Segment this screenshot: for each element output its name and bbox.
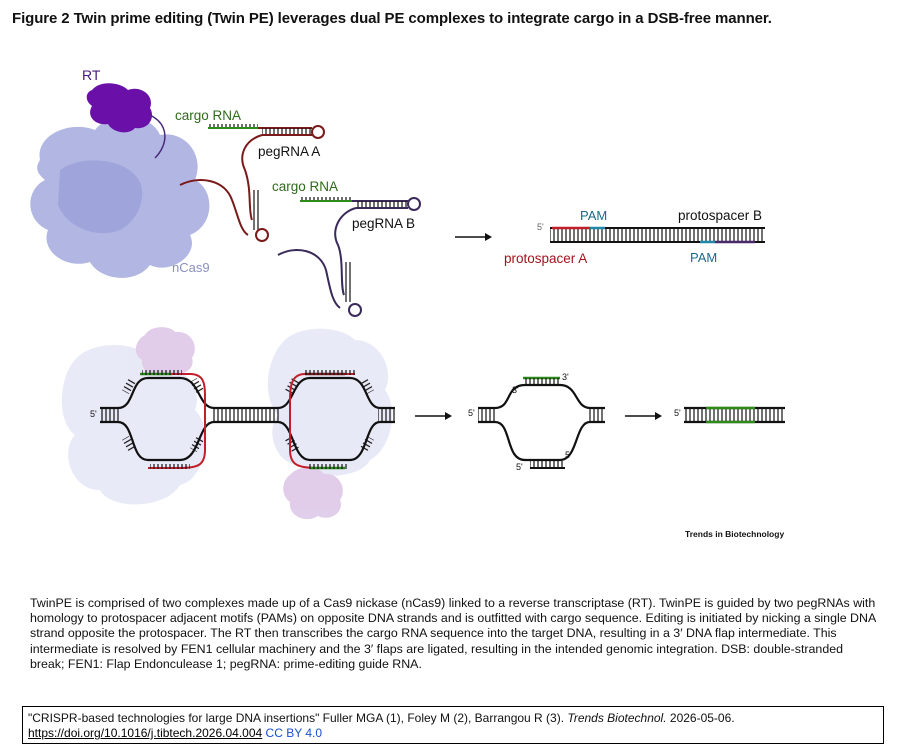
citation-box: "CRISPR-based technologies for large DNA… — [22, 706, 884, 744]
cargo-rna-b-label: cargo RNA — [272, 179, 338, 194]
flap-3prime-top: 3' — [562, 372, 569, 382]
pegrna-a — [179, 124, 325, 242]
flap-intermediate — [478, 383, 605, 462]
figure-title: Figure 2 Twin prime editing (Twin PE) le… — [12, 10, 772, 27]
twinpe-diagram: RT nCas9 cargo RNA pegRNA A cargo RNA pe… — [30, 67, 785, 539]
target-dna — [550, 226, 765, 244]
figure-description: TwinPE is comprised of two complexes mad… — [30, 596, 876, 671]
complex-backgrounds — [61, 327, 393, 520]
citation-journal: Trends Biotechnol. — [567, 711, 667, 725]
pegrna-b — [277, 197, 421, 317]
ncas9-complex — [30, 116, 210, 278]
journal-mark: Trends in Biotechnology — [685, 529, 784, 539]
doi-link[interactable]: https://doi.org/10.1016/j.tibtech.2026.0… — [28, 726, 263, 740]
integrated-product — [684, 406, 785, 424]
ncas9-label: nCas9 — [172, 260, 210, 275]
license-link[interactable]: CC BY 4.0 — [265, 726, 323, 740]
protospacer-a-label: protospacer A — [504, 251, 587, 266]
rt-enzyme — [86, 83, 166, 159]
twinpe-hairpin-sides — [122, 377, 374, 453]
pam-top-label: PAM — [580, 208, 607, 223]
twinpe-bound-dna — [100, 376, 395, 462]
target-5prime-label: 5' — [537, 222, 544, 232]
flap-3prime-inner: 3' — [512, 385, 519, 395]
pam-bottom-label: PAM — [690, 250, 717, 265]
rt-label: RT — [82, 67, 101, 83]
citation-text: "CRISPR-based technologies for large DNA… — [28, 711, 568, 725]
flap-5prime-left: 5' — [468, 408, 475, 418]
protospacer-b-label: protospacer B — [678, 208, 762, 223]
flap-5prime-inner: 5' — [565, 450, 572, 460]
bound-5prime-label: 5' — [90, 409, 97, 419]
citation-date: 2026-05-06. — [666, 711, 735, 725]
product-5prime-label: 5' — [674, 408, 681, 418]
pegrna-a-label: pegRNA A — [258, 144, 320, 159]
arrow-to-flap — [415, 412, 452, 420]
arrow-to-target — [455, 233, 492, 241]
cargo-rna-a-label: cargo RNA — [175, 108, 241, 123]
arrow-to-product — [625, 412, 662, 420]
flap-5prime-bottom: 5' — [516, 462, 523, 472]
pegrna-b-label: pegRNA B — [352, 216, 415, 231]
